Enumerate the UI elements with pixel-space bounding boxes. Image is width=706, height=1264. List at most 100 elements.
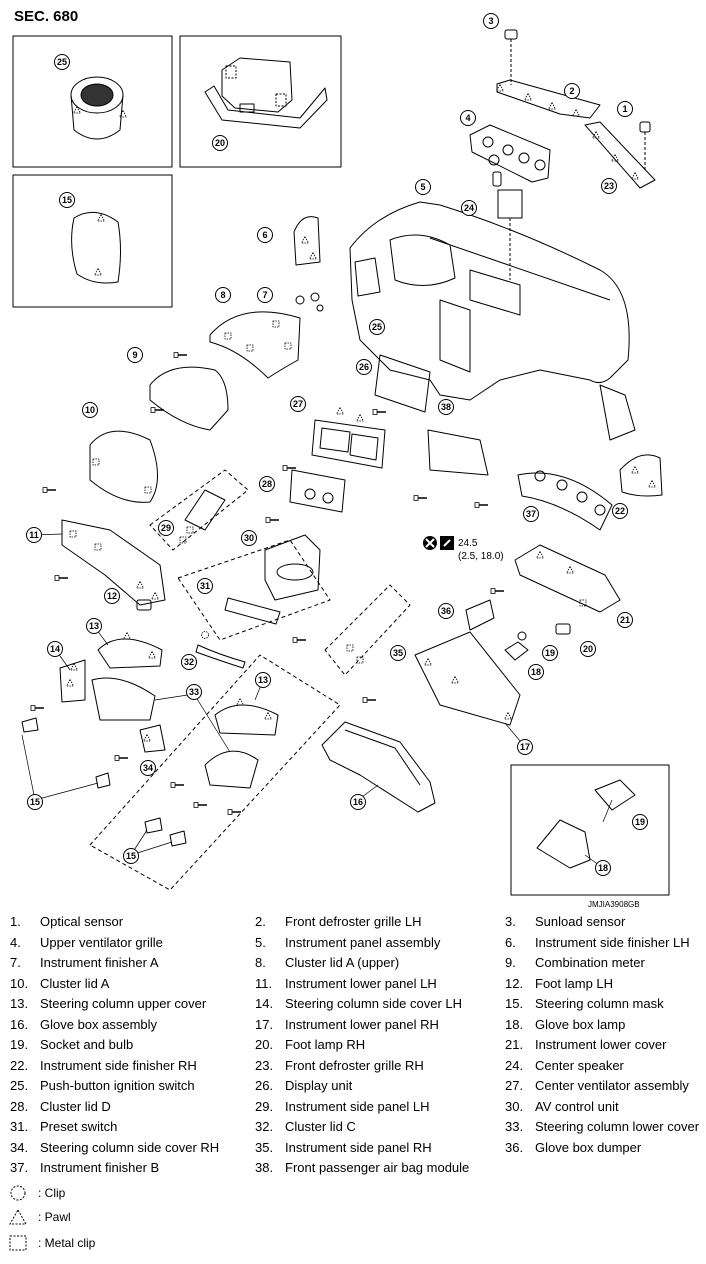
legend-item-number: 2.: [255, 914, 266, 929]
legend-item-number: 17.: [255, 1016, 274, 1032]
svg-text:19: 19: [635, 817, 645, 827]
svg-text:14: 14: [50, 644, 60, 654]
legend-item-label: Instrument panel assembly: [285, 934, 441, 950]
callout-18a: 18: [528, 664, 544, 680]
svg-text:11: 11: [29, 530, 39, 540]
svg-text:15: 15: [30, 797, 40, 807]
legend-item-label: Front defroster grille RH: [285, 1057, 424, 1073]
legend-item-number: 36.: [505, 1139, 524, 1155]
callout-31: 31: [197, 578, 213, 594]
legend-item-number: 3.: [505, 914, 516, 929]
callout-26: 26: [356, 359, 372, 375]
callout-20b: 20: [580, 641, 596, 657]
legend-item-label: Steering column mask: [535, 996, 664, 1011]
legend-item-label: Glove box dumper: [535, 1139, 642, 1155]
legend-item-number: 14.: [255, 996, 274, 1011]
legend-item-number: 24.: [505, 1057, 524, 1073]
svg-text:32: 32: [184, 657, 194, 667]
callout-8: 8: [215, 287, 231, 303]
legend-item-number: 13.: [10, 996, 29, 1011]
svg-text:5: 5: [420, 182, 425, 192]
svg-text:30: 30: [244, 533, 254, 543]
torque-spec: 24.5 (2.5, 18.0): [458, 537, 504, 563]
legend-item-number: 34.: [10, 1139, 29, 1155]
legend-item-label: Cluster lid A (upper): [285, 955, 400, 970]
svg-text:33: 33: [189, 687, 199, 697]
svg-text:25: 25: [57, 57, 67, 67]
svg-text:22: 22: [615, 506, 625, 516]
torque-value-alt: (2.5, 18.0): [458, 551, 504, 562]
legend-item-label: Sunload sensor: [535, 914, 626, 929]
legend-item-number: 6.: [505, 934, 516, 950]
legend-item-label: Steering column side cover RH: [40, 1139, 220, 1155]
torque-icon: [423, 536, 454, 550]
callout-5: 5: [415, 179, 431, 195]
callout-7: 7: [257, 287, 273, 303]
svg-text:13: 13: [89, 621, 99, 631]
clip-icon: [10, 1185, 26, 1201]
callout-22: 22: [612, 503, 628, 519]
legend-item-label: Instrument side finisher LH: [535, 934, 690, 950]
callout-17: 17: [517, 739, 533, 755]
svg-text:27: 27: [293, 399, 303, 409]
legend-item-number: 26.: [255, 1078, 274, 1093]
legend-item-label: Push-button ignition switch: [40, 1078, 195, 1093]
exploded-view-drawing: 1 2 3 4 5 6 7 8 9 10 11 12 13 13 14 15 1…: [12, 13, 670, 896]
legend-item-number: 37.: [10, 1160, 29, 1175]
legend-item-label: AV control unit: [535, 1098, 619, 1114]
svg-text:37: 37: [526, 509, 536, 519]
callout-11: 11: [26, 527, 42, 543]
callout-37: 37: [523, 506, 539, 522]
legend-item-label: Front defroster grille LH: [285, 914, 422, 929]
callout-33: 33: [186, 684, 202, 700]
legend-item-number: 38.: [255, 1160, 274, 1175]
svg-text:21: 21: [620, 615, 630, 625]
svg-text:20: 20: [583, 644, 593, 654]
legend-item-number: 1.: [10, 914, 21, 929]
callout-18b: 18: [595, 860, 611, 876]
svg-text:38: 38: [441, 402, 451, 412]
legend-item-number: 21.: [505, 1037, 524, 1052]
section-label: SEC. 680: [14, 8, 79, 25]
callout-13a: 13: [86, 618, 102, 634]
legend-item-number: 33.: [505, 1119, 524, 1134]
torque-value: 24.5: [458, 538, 478, 549]
svg-text:28: 28: [262, 479, 272, 489]
svg-text:16: 16: [353, 797, 363, 807]
callout-21: 21: [617, 612, 633, 628]
svg-text:18: 18: [598, 863, 608, 873]
legend-item-number: 18.: [505, 1016, 524, 1032]
callout-23: 23: [601, 178, 617, 194]
callout-25a: 25: [54, 54, 70, 70]
svg-text:35: 35: [393, 648, 403, 658]
callout-35: 35: [390, 645, 406, 661]
svg-text:18: 18: [531, 667, 541, 677]
legend-item-number: 31.: [10, 1119, 29, 1134]
svg-text:24: 24: [464, 203, 474, 213]
svg-text:20: 20: [215, 138, 225, 148]
svg-text:8: 8: [220, 290, 225, 300]
legend-item-label: Optical sensor: [40, 914, 124, 929]
legend-item-number: 32.: [255, 1119, 274, 1134]
callout-24: 24: [461, 200, 477, 216]
legend-item-number: 35.: [255, 1139, 274, 1155]
legend-item-label: Steering column lower cover: [535, 1119, 700, 1134]
legend-item-label: Cluster lid D: [40, 1098, 111, 1114]
legend-item-number: 25.: [10, 1078, 29, 1093]
svg-text:1: 1: [622, 104, 627, 114]
legend-item-number: 5.: [255, 934, 266, 950]
legend-item-label: Instrument side panel RH: [285, 1139, 432, 1155]
svg-text:12: 12: [107, 591, 117, 601]
svg-text:34: 34: [143, 763, 153, 773]
legend-item-label: Cluster lid A: [40, 975, 110, 991]
legend-item-label: Instrument finisher B: [40, 1160, 160, 1175]
callout-15a: 15: [59, 192, 75, 208]
svg-text:10: 10: [85, 405, 95, 415]
callout-30: 30: [241, 530, 257, 546]
legend-item-number: 29.: [255, 1098, 274, 1114]
legend-item-label: Cluster lid C: [285, 1119, 356, 1134]
legend-item-number: 12.: [505, 975, 524, 991]
pawl-icon: [9, 1209, 27, 1225]
legend-item-label: Socket and bulb: [40, 1037, 134, 1052]
legend-item-number: 15.: [505, 996, 524, 1011]
